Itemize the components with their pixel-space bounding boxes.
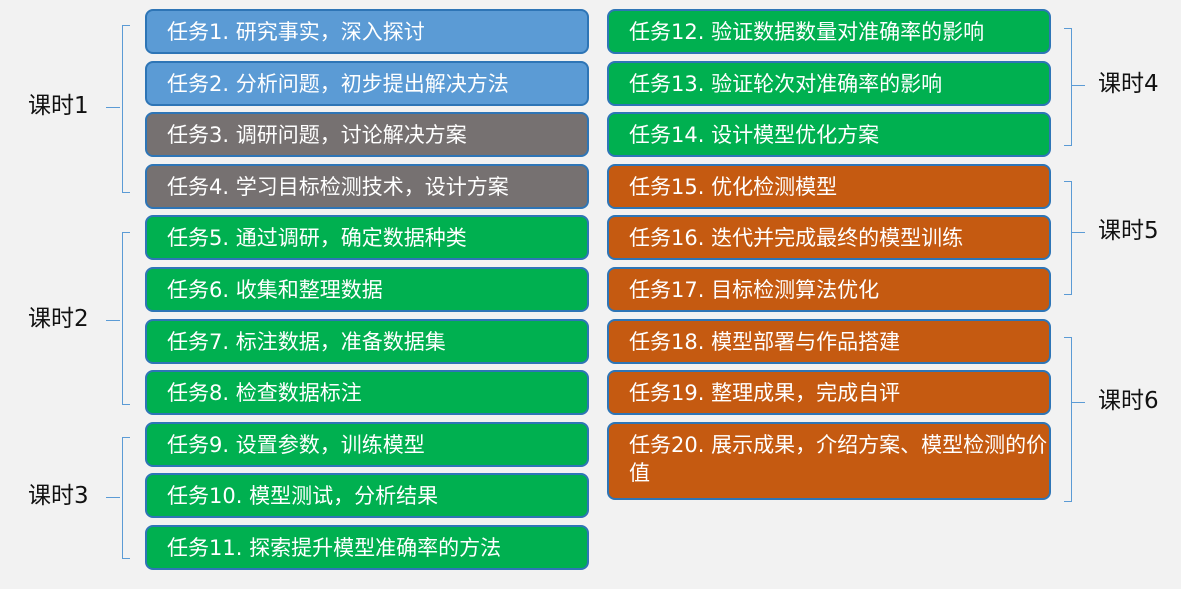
bracket [1064, 28, 1072, 146]
task-box: 任务1. 研究事实，深入探讨 [145, 9, 589, 54]
task-box: 任务5. 通过调研，确定数据种类 [145, 215, 589, 261]
task-box: 任务7. 标注数据，准备数据集 [145, 318, 589, 364]
bracket-tick [106, 107, 120, 108]
task-box: 任务16. 迭代并完成最终的模型训练 [607, 215, 1051, 261]
task-box: 任务6. 收集和整理数据 [145, 267, 589, 312]
bracket [1064, 337, 1072, 502]
bracket [122, 25, 130, 193]
bracket [1064, 181, 1072, 295]
task-box: 任务11. 探索提升模型准确率的方法 [145, 525, 589, 570]
lesson-label: 课时6 [1098, 388, 1159, 414]
bracket [122, 437, 130, 559]
bracket [122, 232, 130, 405]
lesson-label: 课时1 [28, 93, 89, 119]
task-box: 任务17. 目标检测算法优化 [607, 267, 1051, 312]
task-box: 任务20. 展示成果，介绍方案、模型检测的价值 [607, 421, 1051, 500]
bracket-tick [1071, 232, 1085, 233]
bracket-tick [1071, 85, 1085, 86]
task-box: 任务9. 设置参数，训练模型 [145, 421, 589, 467]
bracket-tick [106, 320, 120, 321]
task-box: 任务4. 学习目标检测技术，设计方案 [145, 163, 589, 209]
task-box: 任务13. 验证轮次对准确率的影响 [607, 60, 1051, 106]
task-box: 任务19. 整理成果，完成自评 [607, 370, 1051, 416]
task-box: 任务12. 验证数据数量对准确率的影响 [607, 9, 1051, 54]
lesson-label: 课时2 [28, 306, 89, 332]
task-box: 任务8. 检查数据标注 [145, 370, 589, 416]
task-box: 任务10. 模型测试，分析结果 [145, 473, 589, 519]
task-box: 任务18. 模型部署与作品搭建 [607, 318, 1051, 364]
bracket-tick [1071, 402, 1085, 403]
lesson-label: 课时3 [28, 483, 89, 509]
task-box: 任务14. 设计模型优化方案 [607, 112, 1051, 158]
lesson-label: 课时4 [1098, 71, 1159, 97]
lesson-label: 课时5 [1098, 218, 1159, 244]
task-box: 任务2. 分析问题，初步提出解决方法 [145, 60, 589, 106]
task-box: 任务15. 优化检测模型 [607, 163, 1051, 209]
task-box: 任务3. 调研问题，讨论解决方案 [145, 112, 589, 158]
bracket-tick [106, 497, 120, 498]
